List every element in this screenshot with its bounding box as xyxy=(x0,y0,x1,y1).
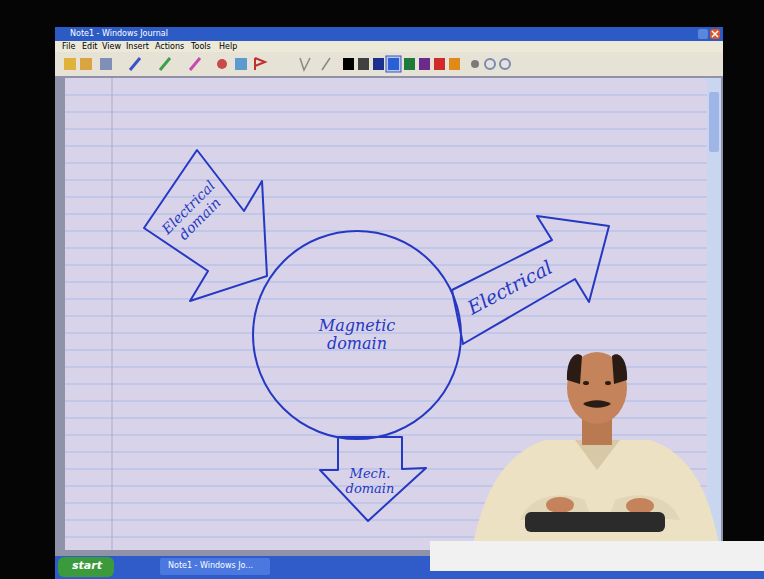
margin-line xyxy=(112,78,113,550)
menu-item: View xyxy=(102,42,121,51)
window-button xyxy=(698,29,708,39)
taskbar-button xyxy=(160,558,270,575)
block-arrow-outline xyxy=(452,216,609,344)
label-anchor: View xyxy=(102,42,121,51)
menu-item: File xyxy=(62,42,75,51)
ruled-line xyxy=(65,282,707,283)
lecturer xyxy=(430,352,764,571)
label-anchor: Note1 - Windows Journal xyxy=(70,29,168,38)
input-arrow: Electrical domain xyxy=(140,146,272,306)
ruled-line xyxy=(65,265,707,266)
label-anchor: Insert xyxy=(126,42,149,51)
label-anchor: File xyxy=(62,42,75,51)
ruled-line xyxy=(65,214,707,215)
close-cross xyxy=(712,31,718,37)
label-anchor: Tools xyxy=(191,42,211,51)
label-anchor: Edit xyxy=(82,42,98,51)
menu-item: Tools xyxy=(191,42,211,51)
menu-item: Actions xyxy=(155,42,184,51)
node-label: Electrical domain xyxy=(155,174,233,252)
ruled-line xyxy=(65,197,707,198)
ruled-line xyxy=(65,180,707,181)
node-label: Electrical xyxy=(456,253,563,324)
scrollbar xyxy=(707,78,721,550)
color-swatches xyxy=(343,56,510,72)
output-arrow: Electrical xyxy=(448,212,612,348)
ruled-line xyxy=(65,248,707,249)
toolbar-icons xyxy=(64,58,330,70)
ruled-line xyxy=(65,163,707,164)
ruled-line xyxy=(65,112,707,113)
domain-circle: Magnetic domain xyxy=(252,230,462,440)
node-label: Mech. domain xyxy=(341,467,399,497)
ruled-line xyxy=(65,146,707,147)
label-anchor: Note1 - Windows Jo... xyxy=(168,561,253,570)
toolbar xyxy=(55,52,723,76)
scroll-thumb xyxy=(709,92,719,152)
start-button xyxy=(58,557,114,577)
menu-bar xyxy=(55,41,723,52)
output-arrow: Mech. domain xyxy=(316,434,430,526)
menu-item: Insert xyxy=(126,42,149,51)
ruled-line xyxy=(65,129,707,130)
close-button xyxy=(710,29,720,39)
ruled-line xyxy=(65,299,707,300)
menu-item: Edit xyxy=(82,42,98,51)
label-anchor: Actions xyxy=(155,42,184,51)
ruled-line xyxy=(65,95,707,96)
block-arrow-outline xyxy=(144,150,267,301)
menu-item: Help xyxy=(219,42,237,51)
start-label: start xyxy=(72,559,102,572)
block-arrow-outline xyxy=(320,437,426,521)
node-label: Magnetic domain xyxy=(309,317,405,354)
label-anchor: start xyxy=(72,559,102,572)
title-bar xyxy=(55,27,723,41)
circle-outline xyxy=(253,231,461,439)
label-anchor: Help xyxy=(219,42,237,51)
taskbar-item: Note1 - Windows Jo... xyxy=(168,561,253,570)
window-title: Note1 - Windows Journal xyxy=(70,29,168,38)
